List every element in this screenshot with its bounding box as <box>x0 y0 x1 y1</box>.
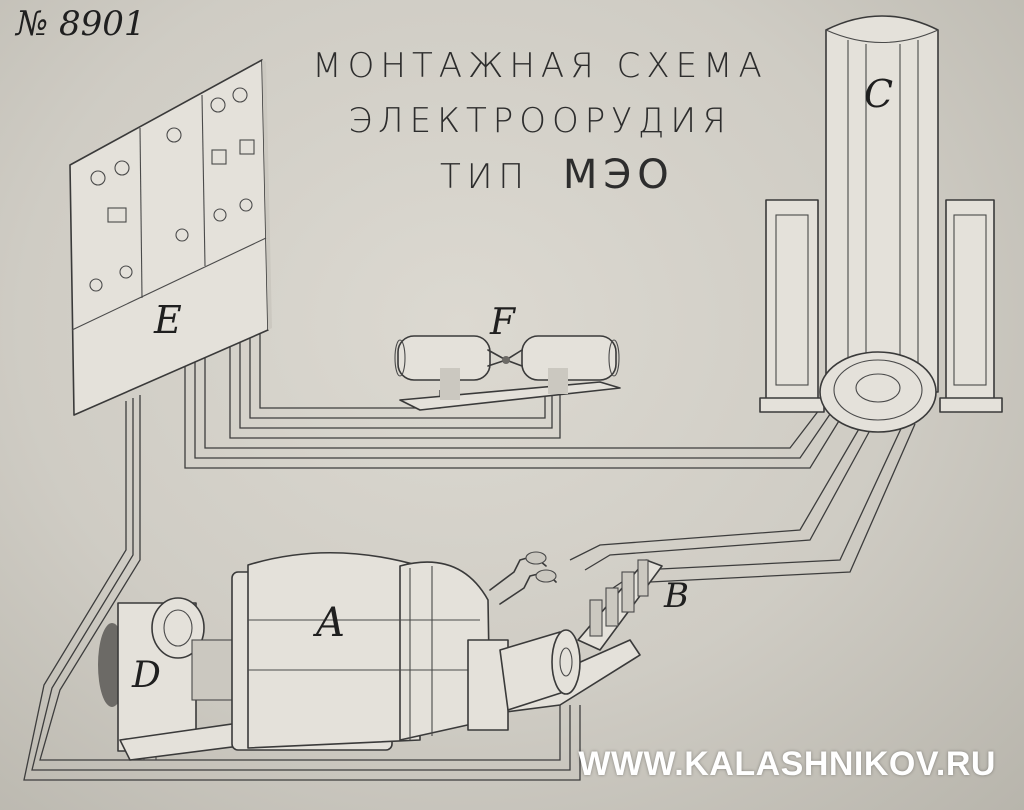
title-line-2: ЭЛЕКТРООРУДИЯ <box>348 101 732 141</box>
motor-generator-f <box>394 335 621 411</box>
label-f: F <box>490 302 515 343</box>
main-motor-a <box>119 551 641 761</box>
label-b: B <box>664 576 689 616</box>
label-d: D <box>132 655 161 696</box>
site-watermark: WWW.KALASHNIKOV.RU <box>578 745 996 783</box>
switchgear-b <box>577 559 663 651</box>
exciter-d <box>98 597 205 760</box>
turret-side-frame-right <box>939 199 1003 413</box>
panel-instruments <box>89 87 255 292</box>
motor-connectors <box>489 551 557 605</box>
label-a: A <box>316 600 345 646</box>
title-line-3: ТИП МЭО <box>440 152 700 198</box>
document-number: № 8901 <box>16 4 146 44</box>
wire-bundle-e-to-f <box>229 326 561 439</box>
title-model: МЭО <box>562 152 675 198</box>
title-line-1: МОНТАЖНАЯ СХЕМА <box>312 46 768 86</box>
control-panel-e <box>69 59 272 416</box>
turret-stripes <box>847 40 919 390</box>
title-type-prefix: ТИП <box>440 157 531 197</box>
turret-side-frame-left <box>759 199 825 413</box>
turret-c <box>759 15 1003 433</box>
label-e: E <box>154 298 182 342</box>
wire-bundle-e-to-c <box>184 345 859 469</box>
switchgear-contacts <box>589 559 649 637</box>
wire-bundle-e-to-d <box>23 395 581 781</box>
label-c: C <box>864 72 894 116</box>
